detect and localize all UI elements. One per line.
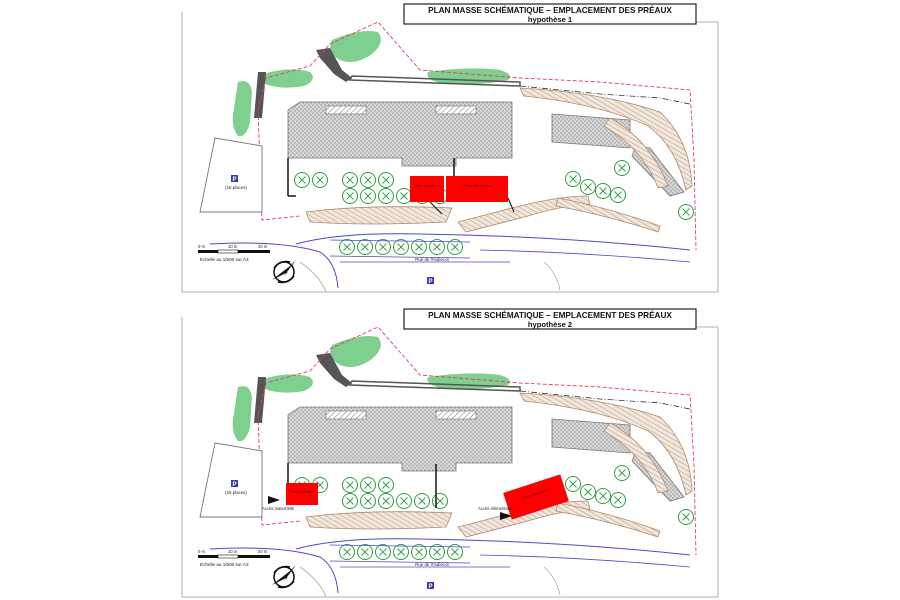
preau-elementaire xyxy=(446,176,508,202)
site-plan-base xyxy=(182,317,718,597)
parking-places: (16 places) xyxy=(225,185,247,190)
parking-icon xyxy=(231,480,238,487)
scale-caption: Echelle au 1/500 sur A3 xyxy=(200,562,249,567)
street-label: Rue de l'Hubecot xyxy=(415,562,449,567)
plan-subtitle: hypothèse 2 xyxy=(528,320,572,329)
preau-maternelle-label: Préau maternelle xyxy=(289,490,315,494)
preau-maternelle xyxy=(410,176,444,202)
parking-icon xyxy=(427,582,434,589)
preau-elementaire-label: Préau élémentaire xyxy=(463,184,491,188)
parking-icon xyxy=(231,175,238,182)
parking-sign-label: P xyxy=(232,177,236,183)
title-box xyxy=(403,3,697,25)
bottom-parking-label: P xyxy=(428,584,432,590)
parking-sign-label: P xyxy=(232,482,236,488)
scale-caption: Echelle au 1/500 sur A3 xyxy=(200,257,249,262)
preau-maternelle-label: Préau maternelle xyxy=(414,184,440,188)
parking-icon xyxy=(427,277,434,284)
scale-tick-0: 0 m xyxy=(198,244,205,249)
parking-places: (16 places) xyxy=(225,490,247,495)
scale-tick-0: 0 m xyxy=(198,549,205,554)
site-plan-base xyxy=(182,12,718,292)
plan-title: PLAN MASSE SCHÉMATIQUE – EMPLACEMENT DES… xyxy=(428,5,672,15)
bottom-parking-label: P xyxy=(428,279,432,285)
access-arrow-icon xyxy=(500,512,512,520)
scale-tick-10: 10 m xyxy=(228,549,238,554)
access-elementaire-label: Accès élémentaire xyxy=(478,506,513,511)
plan-panel-hypothese-1: PLAN MASSE SCHÉMATIQUE – EMPLACEMENT DES… xyxy=(182,3,718,292)
preau-elementaire xyxy=(503,474,569,520)
street-label: Rue de l'Hubecot xyxy=(415,257,449,262)
scale-tick-10: 10 m xyxy=(228,244,238,249)
access-arrow-icon xyxy=(268,496,280,504)
scale-tick-20: 20 m xyxy=(258,549,268,554)
plan-panel-hypothese-2: PLAN MASSE SCHÉMATIQUE – EMPLACEMENT DES… xyxy=(182,308,718,597)
scale-tick-20: 20 m xyxy=(258,244,268,249)
plan-subtitle: hypothèse 1 xyxy=(528,15,573,24)
title-box xyxy=(403,308,697,330)
access-maternelle-label: Accès maternelle xyxy=(262,506,295,511)
preau-maternelle xyxy=(286,483,318,505)
plan-title: PLAN MASSE SCHÉMATIQUE – EMPLACEMENT DES… xyxy=(428,310,672,320)
